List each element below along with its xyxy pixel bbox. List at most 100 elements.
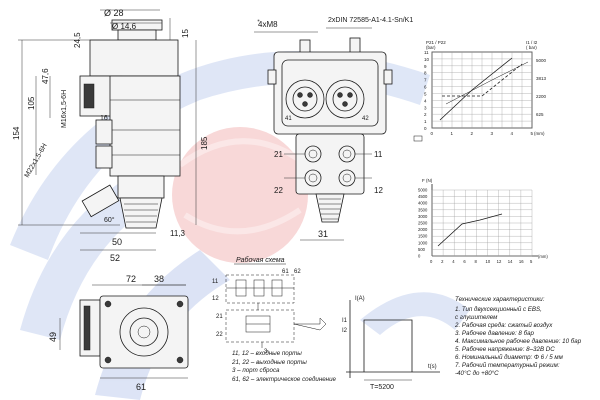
spec-item: 6. Номинальный диаметр: Ф 6 / 5 мм (455, 354, 563, 361)
dim-15: 15 (181, 29, 190, 38)
pulse-level-i2: I2 (342, 328, 348, 334)
chart-top-xtick: 3 (491, 131, 494, 136)
connector-din-label: 2xDIN 72585-A1-4.1-Sn/K1 (328, 17, 413, 24)
scheme-label-11: 11 (212, 279, 219, 285)
chart-bottom-xtick: 5 (530, 259, 533, 264)
scheme-title: Рабочая схема (236, 256, 285, 264)
dim-154: 154 (12, 126, 21, 140)
chart-top-ytick: 10 (424, 57, 430, 62)
chart-bottom-xtick: 12 (497, 259, 502, 264)
watermark-red-ball (172, 127, 308, 263)
legend-item: 21, 22 – выходные порты (232, 358, 307, 366)
chart-top-xtick: 0 (431, 131, 434, 136)
chart-top-ytick: 2 (424, 112, 427, 117)
chart-top-ytick: 4 (424, 98, 427, 103)
watermark-logo (10, 51, 470, 400)
dim-105: 105 (27, 96, 36, 110)
front-view: 4xM8 2xDIN 72585-A1-4.1-Sn/K1 41 42 (254, 17, 413, 241)
chart-top-ytick: 9 (424, 64, 427, 69)
legend-item: 61, 62 – электрическое соединение (232, 375, 336, 383)
chart-bottom-ytick: 5000 (418, 188, 428, 193)
chart-bottom-xtick: 16 (519, 259, 524, 264)
chart-top-right-unit: ( bar) (526, 45, 537, 50)
scheme-label-21: 21 (216, 314, 223, 320)
front-muffler-ribs (319, 198, 341, 220)
chart-top-ytick: 7 (424, 78, 427, 83)
chart-top-ytick: 8 (424, 71, 427, 76)
chart-top-xtick: 4 (511, 131, 514, 136)
chart-top-right-tick: 625 (536, 112, 544, 117)
legend-item: 3 – порт сброса (232, 367, 280, 375)
chart-top-right-title: I1 / I2 (526, 40, 538, 45)
watermark-red-arc-2 (183, 207, 302, 235)
chart-bottom-ytick: 1000 (418, 240, 428, 245)
watermark-blue-right (360, 292, 470, 335)
pneumatic-scheme: Рабочая схема 61 62 11 12 21 22 3 (212, 256, 327, 355)
chart-bottom-xtick: 4 (452, 259, 455, 264)
dim-16: 16 (100, 115, 108, 122)
scheme-label-12: 12 (212, 296, 219, 302)
chart-top-left-title: P21 / P22 (426, 40, 446, 45)
chart-bottom-ytick: 1500 (418, 234, 428, 239)
pulse-y-label: I(A) (355, 296, 365, 302)
ports-legend: 11, 12 – входные порты 21, 22 – выходные… (232, 350, 372, 384)
scheme-label-62: 62 (294, 269, 301, 275)
chart-top-xtick: 2 (471, 131, 474, 136)
muffler-ribs (124, 203, 158, 223)
port-11: 11 (374, 150, 383, 159)
chart-top-right-tick: 3813 (536, 76, 547, 81)
chart-bottom-ytick: 3000 (418, 214, 428, 219)
chart-bottom-xtick: 10 (486, 259, 491, 264)
chart-top-ytick: 0 (424, 126, 427, 131)
dim-50: 50 (112, 237, 122, 247)
dim-38: 38 (154, 274, 164, 284)
pulse-level-i1: I1 (342, 318, 348, 324)
dim-diameter-28: Ø 28 (104, 8, 124, 18)
dim-61: 61 (136, 382, 146, 392)
port-21: 21 (274, 150, 283, 159)
chart-bottom-ytick: 2000 (418, 227, 428, 232)
chart-top-ytick: 3 (424, 105, 427, 110)
chart-bottom-ytick: 0 (418, 254, 421, 259)
connector-pin-left: 41 (285, 116, 292, 122)
spec-item: 1. Тип двухсекционный с EBS, (455, 306, 542, 313)
dim-diameter-14-6: Ø 14,6 (112, 22, 137, 31)
scheme-label-3: 3 (264, 349, 268, 355)
spec-item: -40°C до +80°C (455, 370, 499, 377)
chart-top-curve-a (439, 57, 513, 121)
chart-bottom-ytick: 3500 (418, 207, 428, 212)
dim-185: 185 (200, 136, 209, 150)
watermark-red-arc (178, 138, 302, 168)
chart-bottom-ytick: 4500 (418, 194, 428, 199)
chart-top-ytick: 6 (424, 85, 427, 90)
chart-top-right-tick: 5000 (536, 58, 547, 63)
chart-top-ytick: 11 (424, 50, 429, 55)
bottom-view: 72 38 49 61 (48, 274, 189, 392)
chart-top-xtick: 5 (531, 131, 534, 136)
chart-bottom: 5000450040003500300025002000150010005000… (418, 178, 548, 264)
scheme-label-22: 22 (216, 332, 223, 338)
connector-pin-right: 42 (362, 116, 369, 122)
chart-top-xunit: (mm) (534, 131, 545, 136)
dim-11-3: 11,3 (170, 229, 186, 238)
specs-title: Технические характеристики: (455, 296, 545, 303)
chart-top-symbol (413, 135, 423, 142)
port-12: 12 (374, 186, 383, 195)
dim-49: 49 (48, 332, 58, 342)
dim-47-6: 47,6 (41, 68, 50, 84)
side-view: Ø 28 Ø 14,6 24,5 15 154 105 47,6 M16x1,5… (12, 8, 209, 263)
port-22: 22 (274, 186, 283, 195)
chart-bottom-xtick: 2 (441, 259, 444, 264)
chart-top-curve-c (445, 61, 529, 105)
thread-m16: M16x1,5-6H (61, 90, 68, 128)
chart-bottom-ytitle: F (N) (422, 178, 433, 183)
spec-item: с глушителем (455, 314, 498, 321)
dim-angle-60: 60° (104, 216, 115, 224)
scheme-label-61: 61 (282, 269, 289, 275)
pulse-x-label: t(s) (428, 364, 437, 370)
dim-52: 52 (110, 253, 120, 263)
chart-bottom-xunit: (mm) (538, 254, 548, 259)
chart-top-ytick: 1 (424, 119, 427, 124)
